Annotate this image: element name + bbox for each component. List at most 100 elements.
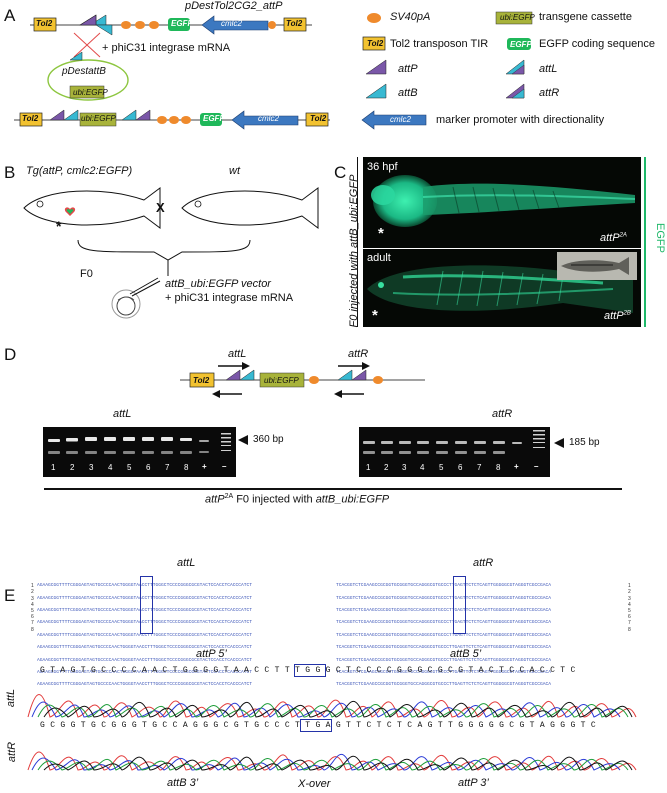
e-trace-top-seq: G T A G T G C C C C A A C T G G G G T A … xyxy=(40,666,576,675)
e-attR-seq-7: TCACGGTCTCGAAGCCGCGGTGCGGGTGCCAGGGCGTGCC… xyxy=(336,670,552,676)
legend-attR: attR xyxy=(539,87,560,99)
d-right-lane-7: 7 xyxy=(477,463,482,472)
panel-letter-c: C xyxy=(334,163,347,182)
e-left-rownum-2: 2 xyxy=(31,589,34,596)
e-attL-alignment: AGAAGCGGTTTTCGGGAGTAGTGCCCCAACTGGGGTAACC… xyxy=(37,577,327,695)
d-left-lane-3: 3 xyxy=(89,463,94,472)
e-left-rownum-7: 7 xyxy=(31,620,34,627)
e-right-row-numbers: 1 2 3 4 5 6 7 8 xyxy=(628,577,634,633)
c-image-adult xyxy=(363,249,641,327)
e-attR-core-box xyxy=(453,576,466,634)
b-mrna: + phiC31 integrase mRNA xyxy=(165,292,294,304)
d-attR-label: attR xyxy=(348,348,369,360)
d-caption-rule xyxy=(44,488,622,490)
e-left-rownum-6: 6 xyxy=(31,614,34,621)
e-right-rownum-3: 3 xyxy=(628,595,631,602)
c-top-star: * xyxy=(378,225,384,242)
e-attL-seq-1: AGAAGCGGTTTTCGGGAGTAGTGCCCCAACTGGGGTAACC… xyxy=(37,595,253,601)
d-caption-sup: 2A xyxy=(224,493,234,500)
panel-letter-d: D xyxy=(4,345,17,364)
legend-cmlc2-box: cmlc2 xyxy=(390,115,411,124)
e-right-rownum-8: 8 xyxy=(628,626,631,633)
d-left-lane-6: 6 xyxy=(146,463,151,472)
c-side-bar xyxy=(357,157,358,327)
e-attR-seq-2: TCACGGTCTCGAAGCCGCGGTGCGGGTGCCAGGGCGTGCC… xyxy=(336,608,552,614)
e-attL-seq-5: AGAAGCGGTTTTCGGGAGTAGTGCCCCAACTGGGGTAACC… xyxy=(37,645,253,651)
d-gel-left xyxy=(43,427,236,477)
e-attR-seq-3: TCACGGTCTCGAAGCCGCGGTGCGGGTGCCAGGGCGTGCC… xyxy=(336,620,552,626)
b-vector: attB_ubi:EGFP vector xyxy=(165,278,271,290)
e-attL-seq-4: AGAAGCGGTTTTCGGGAGTAGTGCCCCAACTGGGGTAACC… xyxy=(37,632,253,638)
d-left-lane-plus: + xyxy=(202,462,207,471)
plasmid-diagram xyxy=(47,51,129,101)
e-attR-seq-1: TCACGGTCTCGAAGCCGCGGTGCGGGTGCCAGGGCGTGCC… xyxy=(336,595,552,601)
e-right-rownum-1: 1 xyxy=(628,583,631,590)
e-attR-seq-8: TCACGGTCTCGAAGCCGCGGTGCGGGTGCCAGGGCGTGCC… xyxy=(336,682,552,688)
legend-marker: marker promoter with directionality xyxy=(436,114,605,126)
e-attL-seq-6: AGAAGCGGTTTTCGGGAGTAGTGCCCCAACTGGGGTAACC… xyxy=(37,657,253,663)
d-left-lane-1: 1 xyxy=(51,463,56,472)
e-attR-title: attR xyxy=(473,557,494,569)
construct-top-cmlc2: cmlc2 xyxy=(221,19,242,28)
c-image-36hpf xyxy=(363,157,641,248)
plasmid-ubi-label: ubi:EGFP xyxy=(73,88,108,97)
legend-egfp-box: EGFP xyxy=(510,40,532,49)
e-attP5: attP 5’ xyxy=(196,648,227,660)
d-right-lane-8: 8 xyxy=(496,463,501,472)
c-top-tag: attP2A xyxy=(600,232,627,244)
e-left-rownum-8: 8 xyxy=(31,626,34,633)
d-attL-label: attL xyxy=(228,348,247,360)
e-attL-seq-0: AGAAGCGGTTTTCGGGAGTAGTGCCCCAACTGGGGTAACC… xyxy=(37,583,253,589)
e-right-rownum-4: 4 xyxy=(628,601,631,608)
d-left-size: 360 bp xyxy=(253,434,284,445)
d-right-lane-1: 1 xyxy=(366,463,371,472)
d-left-lane-7: 7 xyxy=(165,463,170,472)
e-trace-bottom-box xyxy=(300,719,332,732)
e-trace-bottom-label: attR xyxy=(6,741,19,763)
panel-letter-e: E xyxy=(4,586,16,605)
construct-bottom-cmlc2: cmlc2 xyxy=(258,114,279,123)
d-caption-attp: attP xyxy=(205,493,225,506)
b-fish-diagram xyxy=(23,187,319,319)
e-left-rownum-4: 4 xyxy=(31,601,34,608)
legend-attB: attB xyxy=(398,87,418,99)
legend-tol2-box: Tol2 xyxy=(367,39,384,48)
legend-sv40: SV40pA xyxy=(390,11,431,23)
d-caption-vector: attB_ubi:EGFP xyxy=(315,493,390,506)
construct-bottom-egfp: EGFP xyxy=(203,114,225,123)
construct-top-diagram xyxy=(30,14,312,58)
b-tg-label: Tg(attP, cmlc2:EGFP) xyxy=(26,165,133,177)
e-attL-seq-7: AGAAGCGGTTTTCGGGAGTAGTGCCCCAACTGGGGTAACC… xyxy=(37,670,253,676)
d-left-lane-8: 8 xyxy=(184,463,189,472)
d-right-lane-5: 5 xyxy=(439,463,444,472)
e-attR-alignment: TCACGGTCTCGAAGCCGCGGTGCGGGTGCCAGGGCGTGCC… xyxy=(336,577,624,695)
c-bottom-tag-text: attP xyxy=(604,310,624,322)
legend-attP: attP xyxy=(398,63,418,75)
e-attL-seq-2: AGAAGCGGTTTTCGGGAGTAGTGCCCCAACTGGGGTAACC… xyxy=(37,608,253,614)
c-adult-label: adult xyxy=(367,252,391,264)
d-caption-mid: F0 injected with xyxy=(233,493,316,506)
d-right-size-arrow xyxy=(554,438,564,448)
e-trace-top-box xyxy=(294,664,326,677)
panel-letter-b: B xyxy=(4,163,16,182)
construct-top-label: pDestTol2CG2_attP xyxy=(185,0,283,12)
e-trace-top xyxy=(27,694,637,718)
d-right-lane-minus: – xyxy=(534,462,539,471)
c-bottom-tag-sup: 2B xyxy=(623,310,631,317)
d-gel-right xyxy=(359,427,550,477)
e-attR-seq-5: TCACGGTCTCGAAGCCGCGGTGCGGGTGCCAGGGCGTGCC… xyxy=(336,645,552,651)
legend-attL: attL xyxy=(539,63,558,75)
b-cross: X xyxy=(156,200,165,215)
b-star: * xyxy=(56,218,62,234)
e-left-row-numbers: 1 2 3 4 5 6 7 8 xyxy=(31,577,37,633)
e-attR-seq-4: TCACGGTCTCGAAGCCGCGGTGCGGGTGCCAGGGCGTGCC… xyxy=(336,632,552,638)
construct-bottom-diagram xyxy=(14,109,330,130)
c-bottom-star: * xyxy=(372,307,378,324)
e-attP3: attP 3’ xyxy=(458,777,489,789)
e-attL-seq-8: AGAAGCGGTTTTCGGGAGTAGTGCCCCAACTGGGGTAACC… xyxy=(37,682,253,688)
e-right-rownum-6: 6 xyxy=(628,614,631,621)
d-right-lane-6: 6 xyxy=(458,463,463,472)
e-attL-seq-3: AGAAGCGGTTTTCGGGAGTAGTGCCCCAACTGGGGTAACC… xyxy=(37,620,253,626)
b-f0: F0 xyxy=(80,268,93,280)
b-wt-label: wt xyxy=(229,165,240,177)
